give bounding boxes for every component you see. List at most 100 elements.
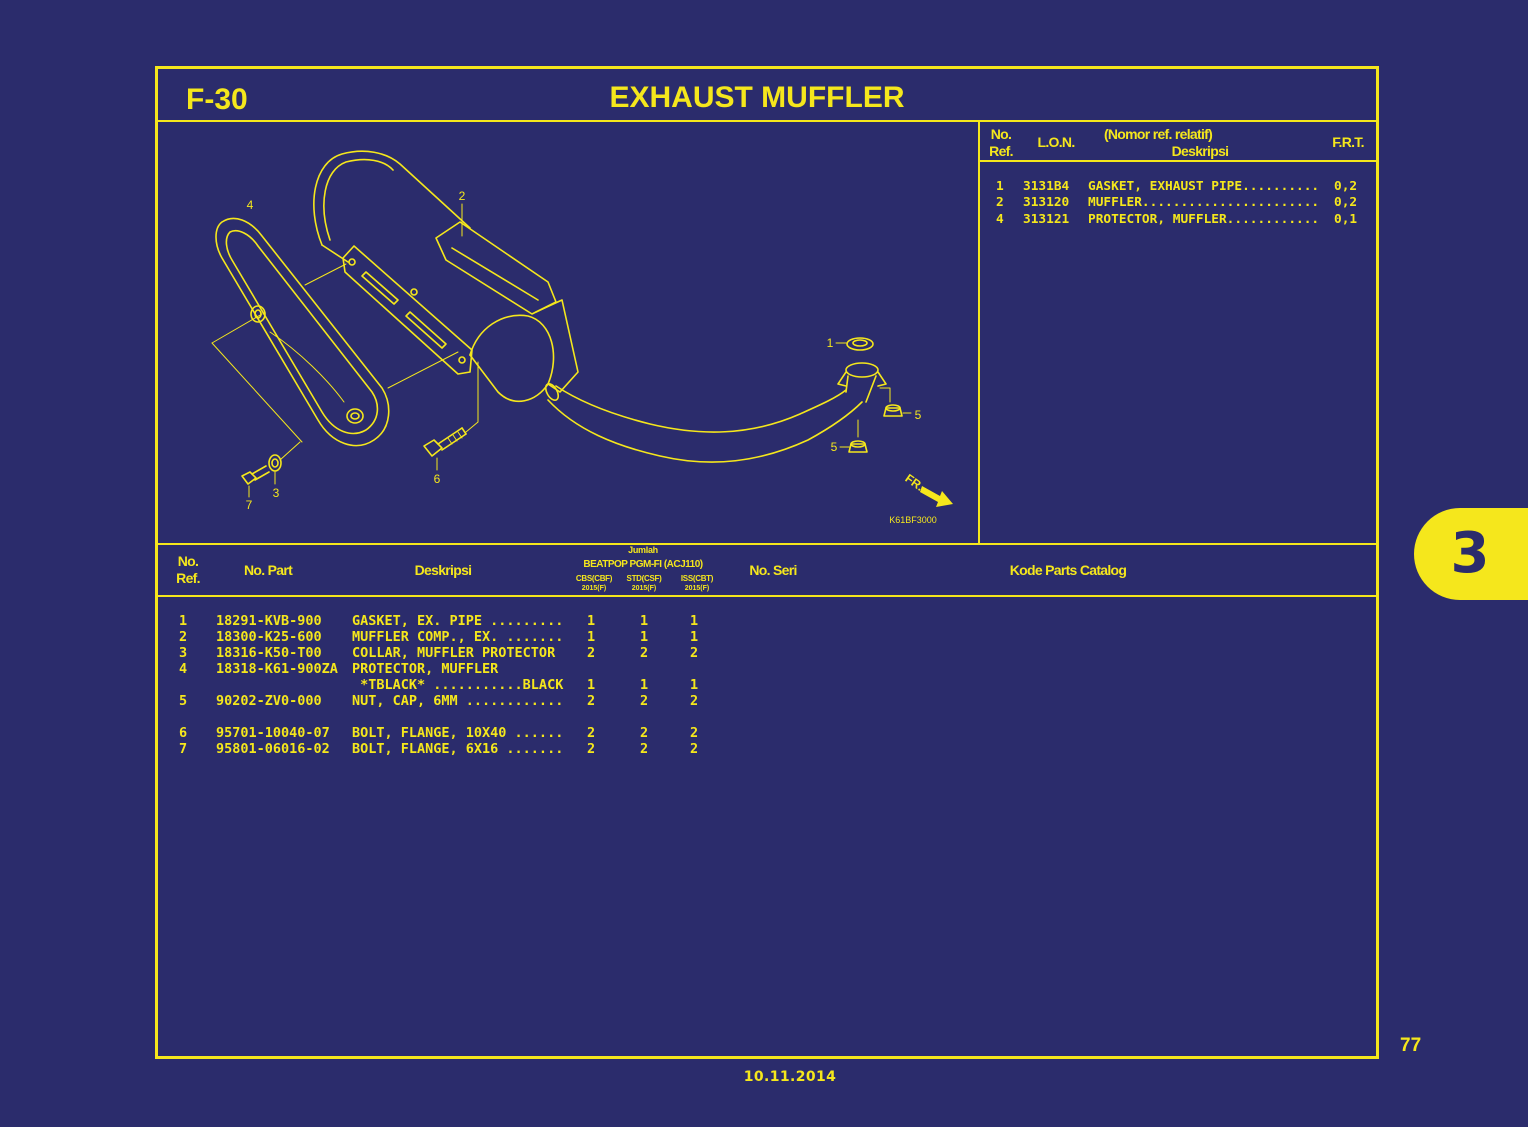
- row-qty-std: 2: [640, 645, 649, 661]
- page-frame: [155, 66, 1379, 1059]
- callout-1: 1: [827, 336, 834, 350]
- parts-header-year: 2015(F): [631, 585, 657, 592]
- print-date: 10.11.2014: [743, 1069, 837, 1085]
- muffler-bracket-drawing: [342, 245, 473, 375]
- frt-row: 4 313121 PROTECTOR, MUFFLER............ …: [0, 212, 1528, 228]
- row-part-number: 18300-K25-600: [216, 629, 322, 645]
- parts-header-variant: CBS(CBF): [575, 574, 613, 583]
- frt-ref: 4: [996, 212, 1004, 227]
- frt-header-desc: Deskripsi: [1171, 143, 1229, 159]
- frt-header-frt: F.R.T.: [1332, 134, 1364, 150]
- callout-3: 3: [273, 486, 280, 500]
- frt-lon: 3131B4: [1023, 179, 1070, 194]
- parts-header-year: 2015(F): [684, 585, 710, 592]
- row-qty-iss: 2: [690, 693, 699, 709]
- parts-header-variant: STD(CSF): [626, 574, 662, 583]
- row-part-number: 18318-K61-900ZA: [216, 661, 338, 677]
- row-qty-std: 1: [640, 613, 649, 629]
- row-description: GASKET, EX. PIPE .........: [352, 613, 564, 629]
- row-description: BOLT, FLANGE, 10X40 ......: [352, 725, 564, 741]
- row-qty-std: 2: [640, 725, 649, 741]
- parts-header-part: No. Part: [243, 562, 293, 578]
- frt-desc: PROTECTOR, MUFFLER............: [1088, 212, 1320, 227]
- table-row-continuation: *TBLACK* ...........BLACK 1 1 1: [0, 677, 1528, 693]
- frt-value: 0,2: [1334, 179, 1358, 194]
- row-qty-iss: 1: [690, 613, 699, 629]
- frt-value: 0,2: [1334, 195, 1358, 210]
- callout-7: 7: [246, 498, 253, 512]
- chapter-tab: 3: [1414, 508, 1528, 600]
- row-qty-cbs: 1: [587, 613, 596, 629]
- section-code: F-30: [186, 83, 248, 116]
- row-qty-std: 1: [640, 677, 649, 693]
- row-description: BOLT, FLANGE, 6X16 .......: [352, 741, 564, 757]
- table-row: 4 18318-K61-900ZA PROTECTOR, MUFFLER: [0, 661, 1528, 677]
- row-qty-std: 2: [640, 741, 649, 757]
- frt-header-no: No.: [990, 126, 1012, 142]
- frt-lon: 313121: [1023, 212, 1070, 227]
- row-ref: 5: [179, 693, 188, 709]
- table-row: 5 90202-ZV0-000 NUT, CAP, 6MM ..........…: [0, 693, 1528, 709]
- muffler-protector-collar-drawing: [268, 454, 282, 485]
- row-ref: 6: [179, 725, 188, 741]
- parts-header-variant: ISS(CBT): [680, 574, 714, 583]
- parts-header-serial: No. Seri: [749, 562, 797, 578]
- frt-desc: MUFFLER.......................: [1088, 195, 1320, 210]
- frt-header-note: (Nomor ref. relatif): [1103, 126, 1213, 142]
- frt-header-lon: L.O.N.: [1037, 134, 1075, 150]
- row-qty-std: 1: [640, 629, 649, 645]
- row-qty-cbs: 1: [587, 629, 596, 645]
- parts-header-qty-title: Jumlah: [628, 545, 658, 555]
- guide-lines: [211, 203, 479, 461]
- parts-header-desc: Deskripsi: [414, 562, 472, 578]
- callout-5-right: 5: [915, 408, 922, 422]
- row-qty-iss: 1: [690, 677, 699, 693]
- row-part-number: 95701-10040-07: [216, 725, 330, 741]
- table-row: 6 95701-10040-07 BOLT, FLANGE, 10X40 ...…: [0, 725, 1528, 741]
- callout-6: 6: [434, 472, 441, 486]
- row-part-number: 18291-KVB-900: [216, 613, 322, 629]
- muffler-protector-drawing: [215, 217, 390, 447]
- frt-header-divider: [979, 160, 1376, 162]
- row-qty-cbs: 2: [587, 693, 596, 709]
- frt-ref: 2: [996, 195, 1004, 210]
- parts-header-no: No.: [177, 553, 199, 569]
- table-row: 7 95801-06016-02 BOLT, FLANGE, 6X16 ....…: [0, 741, 1528, 757]
- frt-value: 0,1: [1334, 212, 1358, 227]
- row-ref: 2: [179, 629, 188, 645]
- parts-header-ref: Ref.: [176, 570, 200, 586]
- cap-nut-drawing: [879, 387, 912, 417]
- row-qty-cbs: 2: [587, 741, 596, 757]
- frt-header-ref: Ref.: [989, 143, 1013, 159]
- callout-5-lower: 5: [831, 440, 838, 454]
- parts-header-catalog: Kode Parts Catalog: [1009, 562, 1127, 578]
- row-qty-iss: 2: [690, 741, 699, 757]
- row-description: MUFFLER COMP., EX. .......: [352, 629, 564, 645]
- table-row: 3 18316-K50-T00 COLLAR, MUFFLER PROTECTO…: [0, 645, 1528, 661]
- front-direction-arrow-icon: [920, 486, 953, 507]
- exhaust-pipe-drawing: [544, 383, 863, 463]
- flange-bolt-10x40-drawing: [423, 427, 467, 471]
- page-title: EXHAUST MUFFLER: [609, 81, 905, 114]
- parts-header-year: 2015(F): [581, 585, 607, 592]
- row-part-number: 18316-K50-T00: [216, 645, 322, 661]
- row-part-number: 95801-06016-02: [216, 741, 330, 757]
- table-row: 2 18300-K25-600 MUFFLER COMP., EX. .....…: [0, 629, 1528, 645]
- row-ref: 4: [179, 661, 188, 677]
- page-number: 77: [1400, 1035, 1422, 1056]
- row-part-number: 90202-ZV0-000: [216, 693, 322, 709]
- frt-row: 2 313120 MUFFLER....................... …: [0, 195, 1528, 211]
- row-description: COLLAR, MUFFLER PROTECTOR: [352, 645, 556, 661]
- frt-desc: GASKET, EXHAUST PIPE..........: [1088, 179, 1320, 194]
- row-qty-cbs: 2: [587, 645, 596, 661]
- row-ref: 7: [179, 741, 188, 757]
- flange-bolt-6x16-drawing: [241, 465, 270, 498]
- parts-table-top-divider: [158, 543, 1376, 545]
- diagram-frt-divider: [978, 121, 980, 545]
- row-qty-std: 2: [640, 693, 649, 709]
- parts-table-header-divider: [158, 595, 1376, 597]
- row-ref: 3: [179, 645, 188, 661]
- callout-4: 4: [247, 198, 254, 212]
- row-description: PROTECTOR, MUFFLER: [352, 661, 499, 677]
- frt-ref: 1: [996, 179, 1004, 194]
